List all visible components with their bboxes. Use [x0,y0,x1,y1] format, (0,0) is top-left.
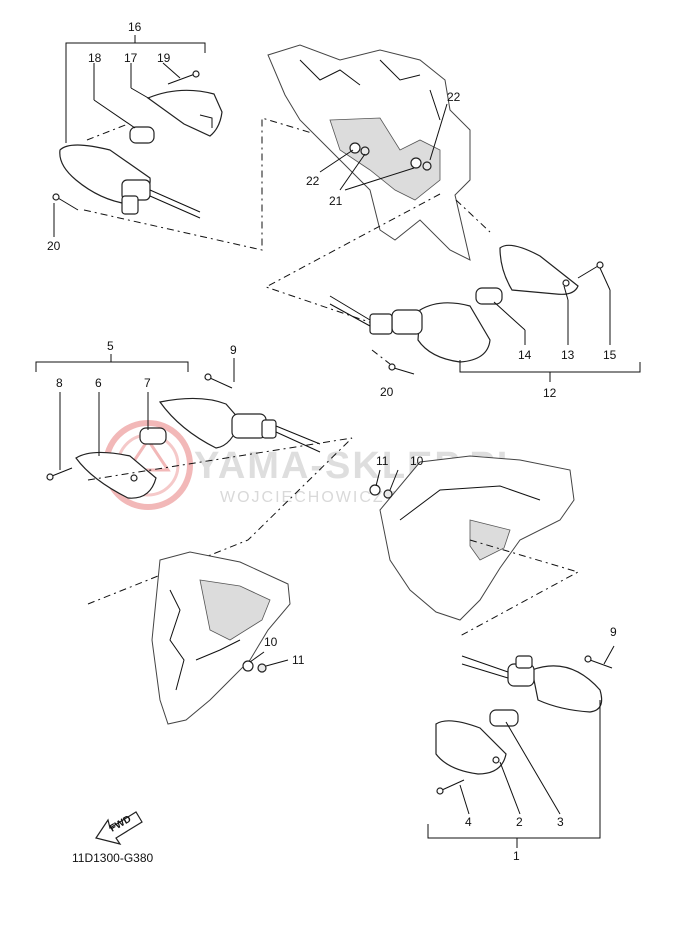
callout-2: 2 [516,815,523,829]
callout-9-upper: 9 [230,343,237,357]
callout-12: 12 [543,386,557,400]
callout-9-lower: 9 [610,625,617,639]
bracket-1 [427,700,601,839]
lens-17 [146,89,223,137]
bulb-18 [129,126,155,144]
lower-frame [87,437,353,725]
callout-5: 5 [107,339,114,353]
callout-18: 18 [88,51,102,65]
frame-upper [267,44,471,261]
bulb-3 [489,709,519,727]
callout-14: 14 [518,348,532,362]
callout-4: 4 [465,815,472,829]
housing-1 [531,665,603,713]
callout-22-left: 22 [306,174,320,188]
callout-21: 21 [329,194,343,208]
callout-16: 16 [128,20,142,34]
callout-17: 17 [124,51,138,65]
lower-right-turn-signal-assembly [427,645,615,848]
bracket-5 [35,361,189,372]
callout-20-lower: 20 [380,385,394,399]
housing-12 [417,302,491,363]
callout-3: 3 [557,815,564,829]
upper-right-turn-signal-assembly [264,193,641,382]
callout-11-upper: 11 [376,454,389,468]
callout-15: 15 [603,348,617,362]
callout-20-upper: 20 [47,239,61,253]
housing-5 [158,397,241,449]
callout-10-upper: 10 [410,454,424,468]
callout-8: 8 [56,376,63,390]
fwd-arrow-icon: FWD [95,811,143,845]
lens-13 [499,244,579,295]
callout-1: 1 [513,849,520,863]
middle-right-frame [369,455,580,637]
callout-22-right: 22 [447,90,461,104]
part-callouts: 16 18 17 19 20 22 22 21 14 13 15 12 20 5… [47,20,617,863]
middle-left-turn-signal-assembly [35,354,353,499]
callout-7: 7 [144,376,151,390]
upper-left-turn-signal-assembly [52,35,336,251]
callout-11-lower: 11 [292,653,305,667]
callout-13: 13 [561,348,575,362]
callout-6: 6 [95,376,102,390]
diagram-code: 11D1300-G380 [72,851,153,865]
callout-19: 19 [157,51,171,65]
bulb-14 [475,287,503,305]
bulb-7 [139,427,167,445]
lens-2 [435,720,507,775]
callout-10-lower: 10 [264,635,278,649]
